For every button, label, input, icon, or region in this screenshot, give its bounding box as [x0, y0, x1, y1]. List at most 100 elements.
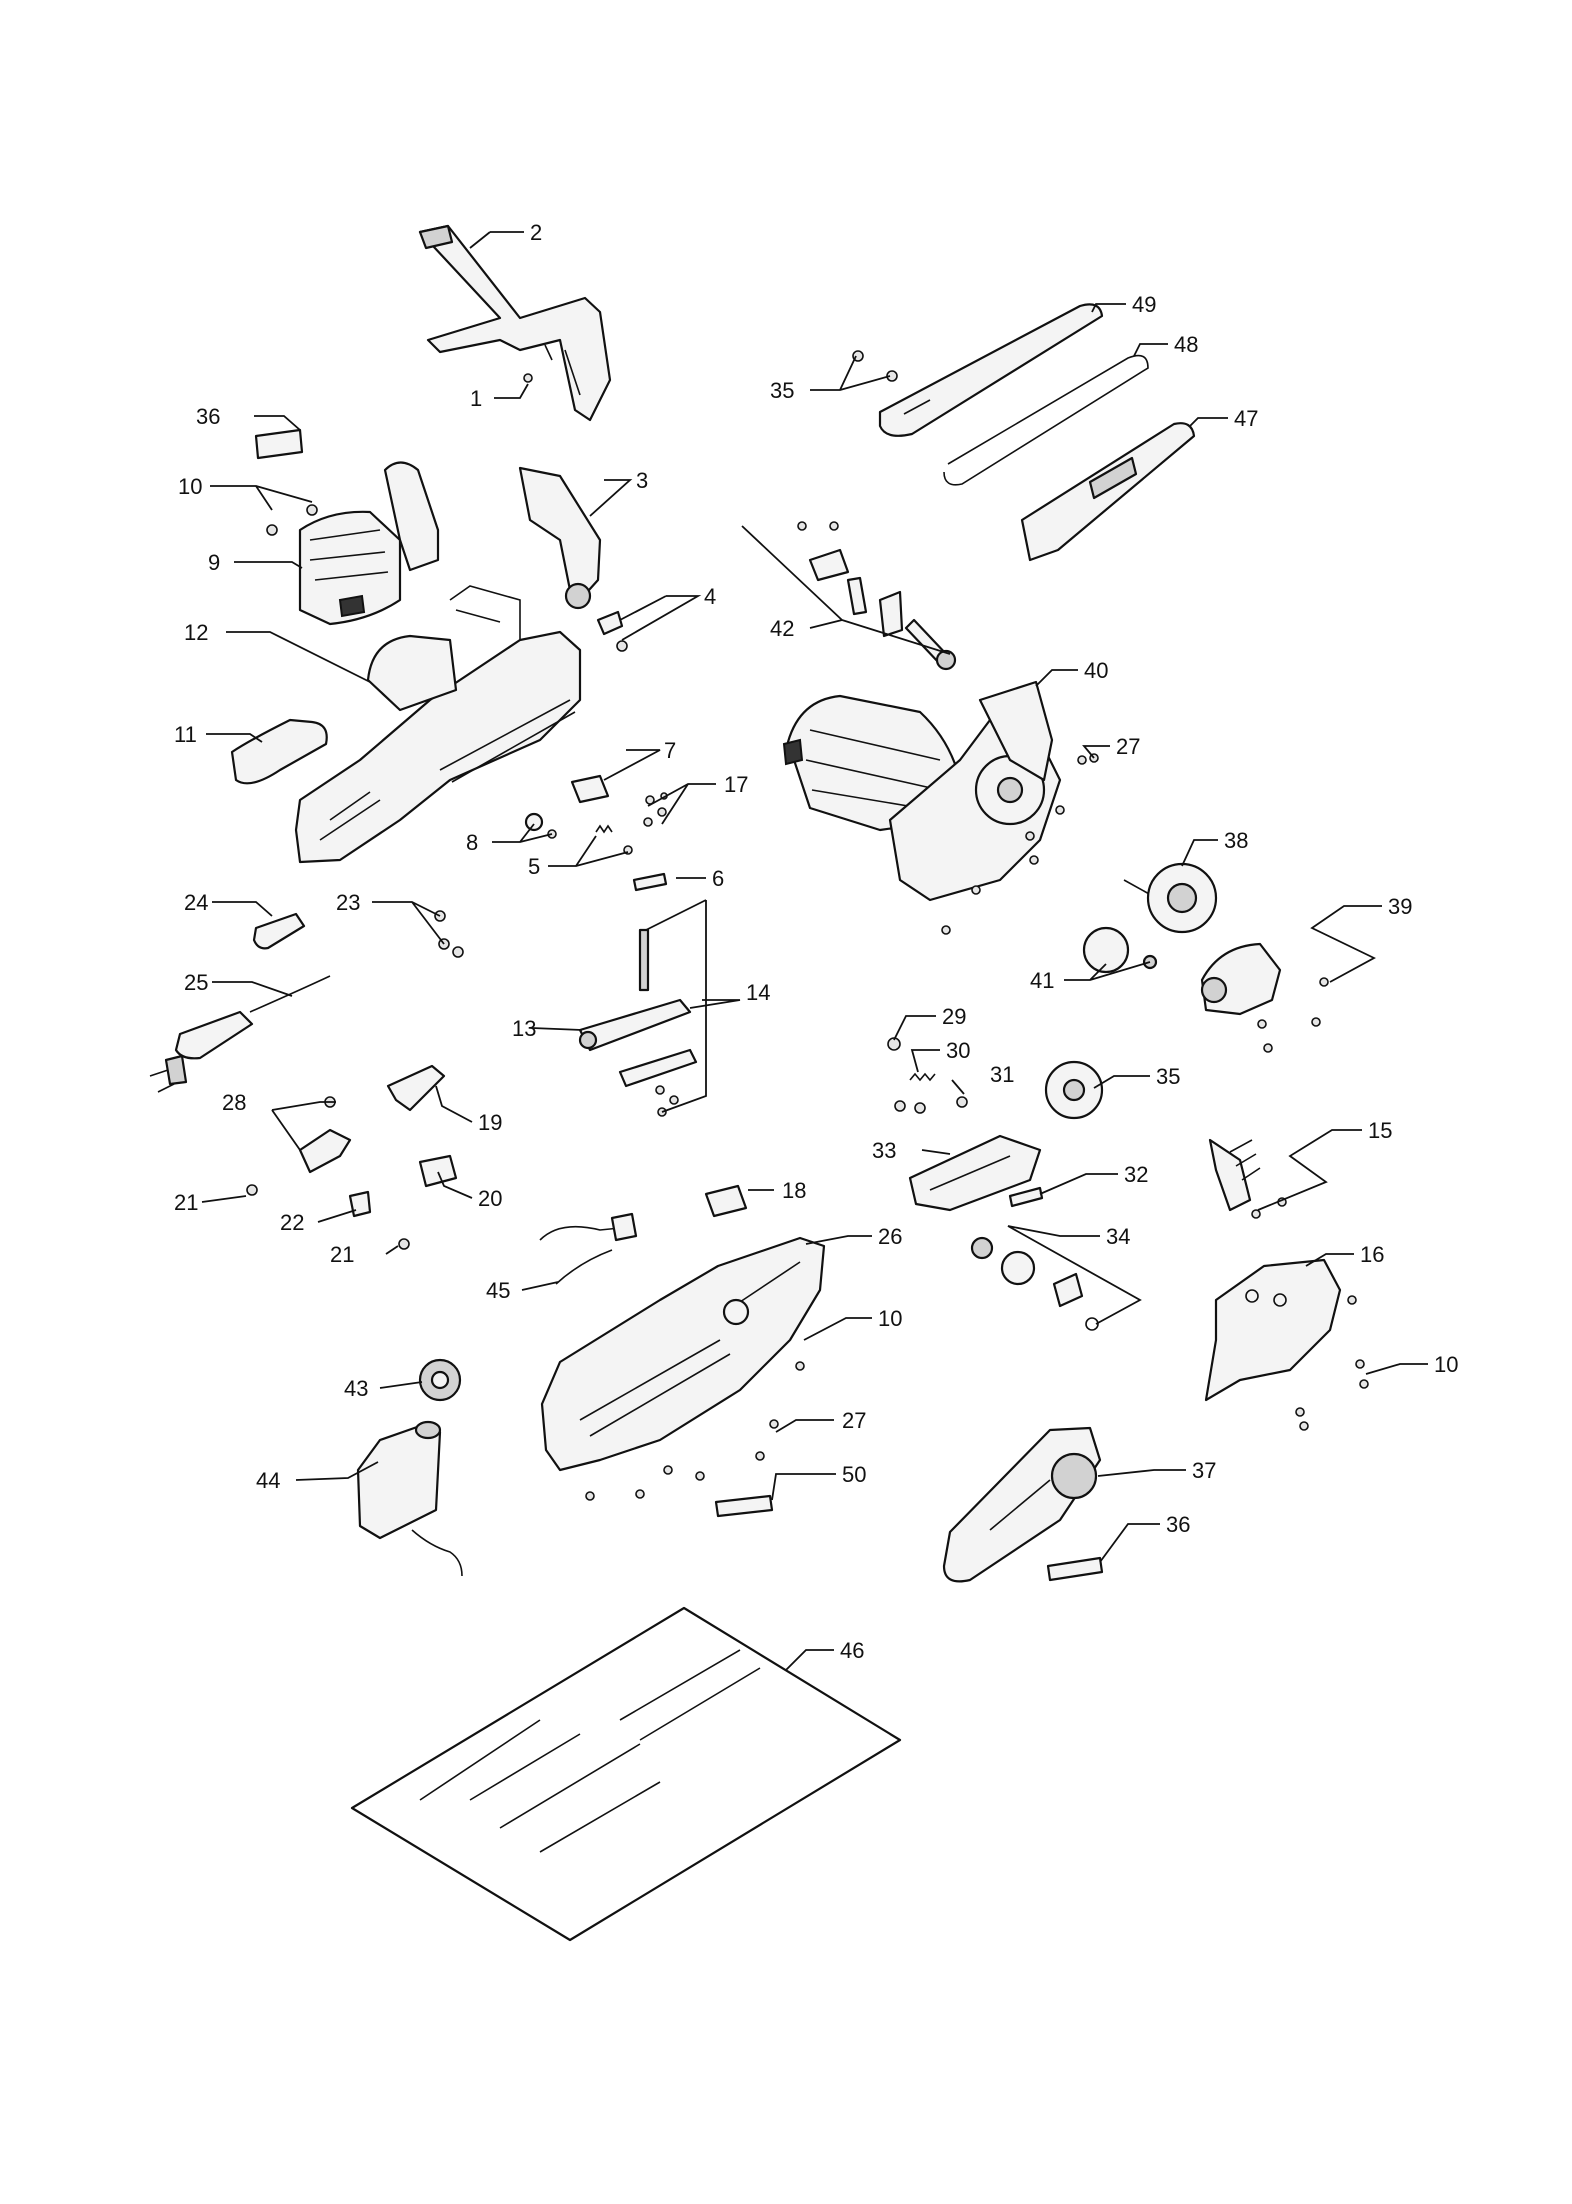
callout-27: 27 — [842, 1408, 866, 1433]
callout-24: 24 — [184, 890, 208, 915]
part-15-spike-bumper — [1208, 1138, 1287, 1219]
part-41-pinion — [1082, 926, 1158, 974]
part-8-washer — [524, 812, 557, 839]
part-47-bar-cover — [1020, 422, 1196, 562]
callout-17: 17 — [724, 772, 748, 797]
part-20-switch-box — [418, 1154, 458, 1188]
leader-lines — [201, 231, 1428, 1671]
part-19-trigger — [386, 1064, 446, 1112]
part-40-motor — [782, 680, 1062, 902]
callout-18: 18 — [782, 1178, 806, 1203]
part-10-screws-top — [266, 504, 318, 536]
callout-40: 40 — [1084, 658, 1108, 683]
part-39-gear-cover — [1200, 942, 1329, 1053]
callout-21: 21 — [174, 1190, 198, 1215]
callout-28: 28 — [222, 1090, 246, 1115]
part-42-tensioner — [797, 521, 957, 671]
callout-numbers: 2 1 36 10 9 3 4 12 11 7 17 8 5 6 24 23 2… — [174, 220, 1458, 1663]
callout-21: 21 — [330, 1242, 354, 1267]
part-37-sprocket-cover — [942, 1426, 1102, 1583]
callout-23: 23 — [336, 890, 360, 915]
callout-46: 46 — [840, 1638, 864, 1663]
part-18-connector — [704, 1184, 748, 1218]
part-36-label-bottom — [1046, 1556, 1104, 1582]
callout-10: 10 — [178, 474, 202, 499]
callout-34: 34 — [1106, 1224, 1130, 1249]
callout-19: 19 — [478, 1110, 502, 1135]
callout-13: 13 — [512, 1016, 536, 1041]
callout-5: 5 — [528, 854, 540, 879]
part-28-switch-assembly — [298, 1096, 352, 1174]
callout-12: 12 — [184, 620, 208, 645]
callout-47: 47 — [1234, 406, 1258, 431]
callout-10: 10 — [1434, 1352, 1458, 1377]
part-5-spring — [595, 824, 633, 855]
part-17-small-parts — [643, 792, 668, 827]
callout-11: 11 — [174, 722, 197, 747]
part-3-bracket — [518, 466, 602, 610]
part-45-cable — [539, 1212, 638, 1285]
callout-3: 3 — [636, 468, 648, 493]
callout-32: 32 — [1124, 1162, 1148, 1187]
callout-33: 33 — [872, 1138, 896, 1163]
callout-39: 39 — [1388, 894, 1412, 919]
part-1-screw — [523, 373, 533, 383]
part-32-pin — [1008, 1186, 1044, 1208]
callout-41: 41 — [1030, 968, 1054, 993]
part-11-grip — [230, 718, 328, 785]
part-4-clip — [596, 610, 628, 652]
callout-38: 38 — [1224, 828, 1248, 853]
callout-16: 16 — [1360, 1242, 1384, 1267]
part-38-gear — [1123, 862, 1218, 934]
part-31-screws — [894, 1096, 968, 1114]
callout-48: 48 — [1174, 332, 1198, 357]
callout-4: 4 — [704, 584, 716, 609]
callout-37: 37 — [1192, 1458, 1216, 1483]
callout-2: 2 — [530, 220, 542, 245]
part-46-manual — [350, 1606, 902, 1942]
part-34-sprocket-set — [970, 1236, 1099, 1331]
part-48-chain — [943, 354, 1149, 486]
part-44-oil-tank — [356, 1420, 463, 1577]
callout-14: 14 — [746, 980, 770, 1005]
callout-25: 25 — [184, 970, 208, 995]
part-23-cord-clamp — [434, 910, 464, 958]
part-26-housing-half — [540, 1236, 826, 1472]
part-43-oil-cap — [418, 1358, 462, 1402]
callout-30: 30 — [946, 1038, 970, 1063]
part-2-front-handle — [418, 224, 612, 422]
callout-8: 8 — [466, 830, 478, 855]
callout-36: 36 — [1166, 1512, 1190, 1537]
part-35-sprocket-disc — [1044, 1060, 1104, 1120]
part-13-lever — [578, 998, 692, 1052]
part-14-rod — [618, 928, 698, 1117]
callout-31: 31 — [990, 1062, 1014, 1087]
callout-1: 1 — [470, 386, 482, 411]
part-36-label-top — [254, 428, 304, 460]
callout-9: 9 — [208, 550, 220, 575]
callout-6: 6 — [712, 866, 724, 891]
callout-42: 42 — [770, 616, 794, 641]
callout-26: 26 — [878, 1224, 902, 1249]
part-26-screws — [585, 1361, 805, 1501]
callout-15: 15 — [1368, 1118, 1392, 1143]
callout-36: 36 — [196, 404, 220, 429]
part-30-spring — [909, 1072, 936, 1082]
part-35-bolts-top — [852, 350, 898, 382]
callout-49: 49 — [1132, 292, 1156, 317]
part-25-power-cord — [149, 975, 331, 1093]
part-50-label — [714, 1494, 774, 1518]
part-9-rear-cover — [298, 461, 440, 626]
part-12-housing — [294, 585, 582, 864]
part-49-guide-bar — [878, 303, 1104, 437]
callout-45: 45 — [486, 1278, 510, 1303]
callout-35: 35 — [1156, 1064, 1180, 1089]
callout-22: 22 — [280, 1210, 304, 1235]
part-33-chain-guide — [908, 1134, 1042, 1212]
callout-43: 43 — [344, 1376, 368, 1401]
part-24-cord-sleeve — [252, 912, 306, 950]
part-7-switch — [570, 774, 610, 804]
part-6-plate — [632, 872, 668, 892]
part-40-screws — [941, 755, 1087, 935]
